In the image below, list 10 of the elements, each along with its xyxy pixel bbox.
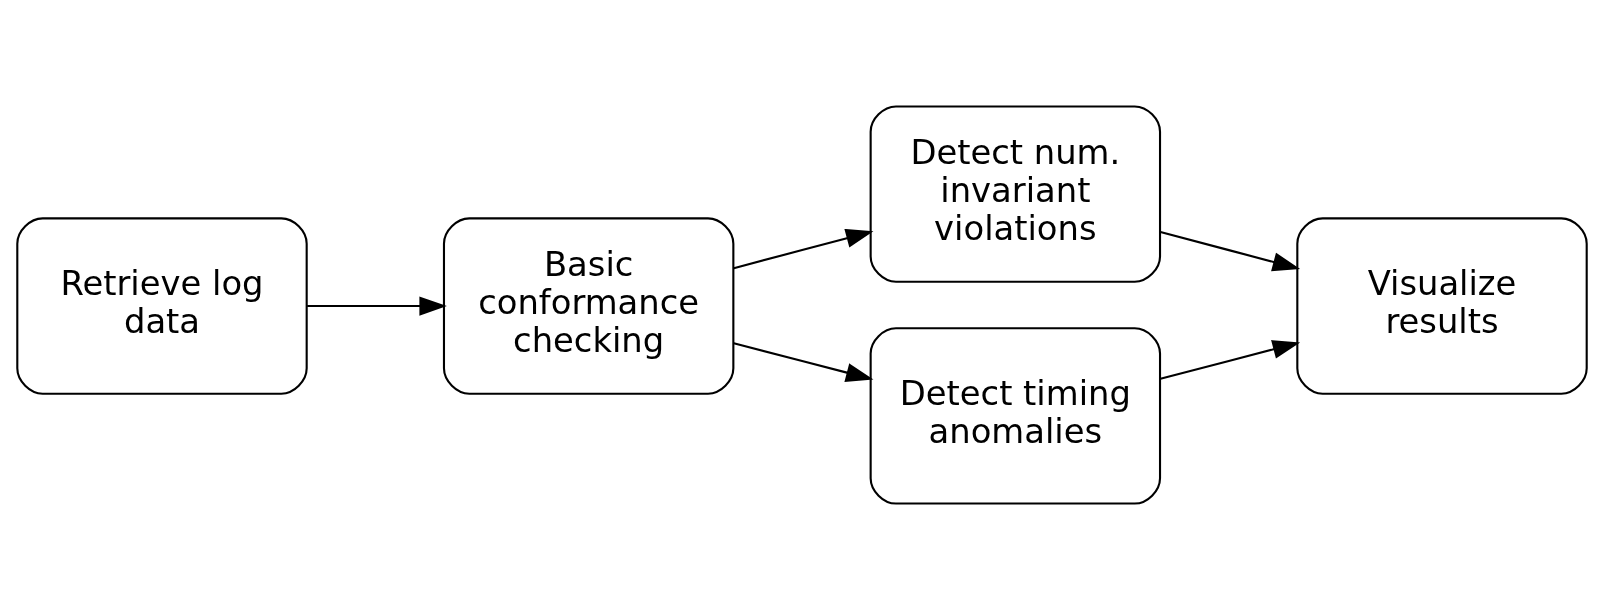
arrow xyxy=(1160,340,1301,380)
arrow xyxy=(1160,231,1301,272)
arrow xyxy=(307,296,447,316)
node-box: Basic conformance checking xyxy=(442,217,735,395)
node-box: Detect num. invariant violations xyxy=(869,105,1162,283)
arrow xyxy=(733,342,874,382)
arrow xyxy=(733,228,874,270)
node-box: Detect timing anomalies xyxy=(869,327,1162,505)
node-box: Retrieve log data xyxy=(16,217,308,395)
node-box: Visualize results xyxy=(1296,217,1588,395)
